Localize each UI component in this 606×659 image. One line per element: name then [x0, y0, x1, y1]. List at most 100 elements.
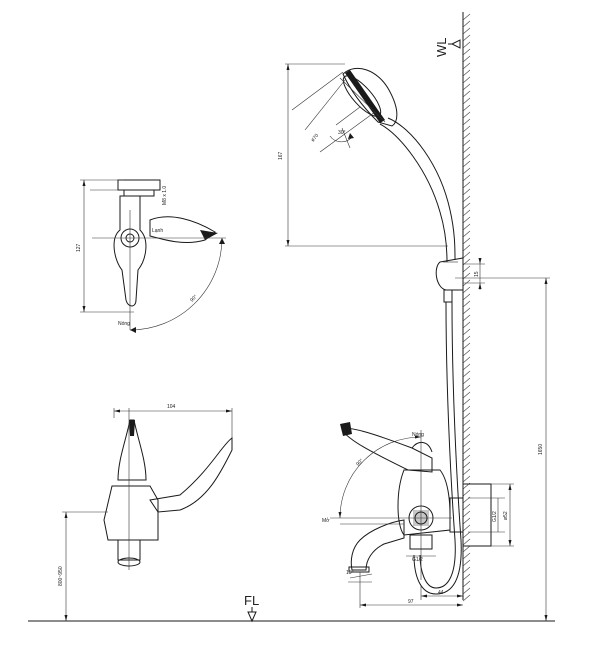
wall-hatch-line: [462, 97, 471, 105]
bath-mixer: ø52 G1/2 G1/2 Mở Nóng 90° 1: [322, 422, 514, 608]
shower-hose: [413, 301, 462, 595]
wall-hatch-line: [462, 118, 471, 126]
projection-wall-dim: 44: [438, 590, 444, 596]
wall-hatch-line: [462, 468, 471, 476]
wall-hatch-line: [462, 447, 471, 455]
wall-hatch-line: [462, 510, 471, 518]
wall-hatch-line: [462, 83, 471, 91]
wall-thread-dim: G1/2: [492, 511, 498, 522]
wall-hatch-line: [462, 573, 471, 581]
wall-hatch-line: [462, 181, 471, 189]
side-height-dim: 127: [76, 243, 82, 252]
wall-hatch-line: [462, 377, 471, 385]
shower-angle-dim: 30°: [338, 130, 346, 136]
mixer-hot-label: Nóng: [412, 432, 424, 438]
wall-hatch-line: [462, 293, 471, 301]
wall-hatch-line: [462, 48, 471, 56]
wall-hatch-line: [462, 237, 471, 245]
wall-hatch-line: [462, 244, 471, 252]
hand-shower: 167 ø70 30°: [278, 63, 458, 263]
wall-level-marker: WL: [434, 38, 461, 58]
side-cold-label: Lạnh: [152, 228, 163, 234]
side-view: 127 M8 x 1.0 Lạnh Nóng 90°: [76, 179, 226, 333]
total-height-dim: 1650: [455, 277, 550, 621]
wall-hatch-line: [462, 125, 471, 133]
wall-hatch-line: [462, 405, 471, 413]
wall-hatch-line: [462, 503, 471, 511]
wall-hatch-line: [462, 13, 471, 21]
wall-hatch-line: [462, 188, 471, 196]
wall-hatch-line: [462, 55, 471, 63]
wall: [462, 12, 471, 602]
side-thread-dim: M8 x 1.0: [162, 186, 168, 205]
wall-hatch-line: [462, 146, 471, 154]
wall-hatch-line: [462, 139, 471, 147]
wall-hatch-line: [462, 132, 471, 140]
wall-hatch-line: [462, 580, 471, 588]
mixer-cold-label: Mở: [322, 517, 330, 524]
wall-level-label: WL: [434, 38, 449, 58]
wall-hatch-line: [462, 286, 471, 294]
wall-hatch-line: [462, 398, 471, 406]
side-hot-label: Nóng: [118, 321, 130, 327]
holder-height-dim: 15: [474, 271, 480, 277]
wall-hatch-line: [462, 160, 471, 168]
mixer-angle-dim: 90°: [355, 458, 365, 468]
wall-hatch-line: [462, 195, 471, 203]
wall-hatch-line: [462, 440, 471, 448]
wall-hatch-line: [462, 62, 471, 70]
projection-total-dim: 97: [408, 599, 414, 605]
wall-hatch-line: [462, 587, 471, 595]
front-view: 104 800~950: [58, 404, 233, 621]
wall-hatch-line: [462, 174, 471, 182]
front-width-dim: 104: [167, 404, 176, 410]
wall-hatch-line: [462, 412, 471, 420]
wall-hatch-line: [462, 27, 471, 35]
wall-hatch-line: [462, 104, 471, 112]
wall-hatch-line: [462, 251, 471, 259]
wall-hatch-line: [462, 216, 471, 224]
wall-hatch-line: [462, 328, 471, 336]
outlet-thread-dim: G1/2: [412, 557, 423, 563]
wall-hatch-line: [462, 524, 471, 532]
wall-hatch-line: [462, 552, 471, 560]
wall-hatch-line: [462, 321, 471, 329]
wall-hatch-line: [462, 517, 471, 525]
wall-hatch-line: [462, 426, 471, 434]
wall-hatch-line: [462, 433, 471, 441]
wall-hatch-line: [462, 335, 471, 343]
wall-hatch-line: [462, 209, 471, 217]
wall-hatch-line: [462, 34, 471, 42]
wall-hatch-line: [462, 342, 471, 350]
wall-hatch-line: [462, 594, 471, 602]
shower-diameter-dim: ø70: [310, 133, 320, 144]
shower-length-dim: 167: [278, 151, 284, 160]
wall-hatch-line: [462, 538, 471, 546]
front-install-height-dim: 800~950: [58, 566, 64, 586]
shower-holder: 15: [435, 257, 485, 303]
wall-hatch-line: [462, 300, 471, 308]
wall-hatch-line: [462, 41, 471, 49]
wall-hatch-line: [462, 307, 471, 315]
wall-hatch-line: [462, 167, 471, 175]
wall-hatch-line: [462, 363, 471, 371]
wall-hatch-line: [462, 454, 471, 462]
wall-hatch-line: [462, 475, 471, 483]
wall-hatch-line: [462, 90, 471, 98]
spout-angle-dim: 15°: [346, 570, 354, 576]
wall-hatch-line: [462, 265, 471, 273]
wall-hatch-line: [462, 545, 471, 553]
wall-hatch-line: [462, 370, 471, 378]
floor-level-label: FL: [244, 593, 259, 608]
wall-hatch-line: [462, 314, 471, 322]
wall-hatch-line: [462, 20, 471, 28]
wall-hatch-line: [462, 349, 471, 357]
wall-hatch-line: [462, 111, 471, 119]
wall-hatch-line: [462, 356, 471, 364]
flange-diameter-dim: ø52: [503, 511, 509, 520]
wall-hatch-line: [462, 230, 471, 238]
wall-hatch-line: [462, 419, 471, 427]
wall-hatch-line: [462, 69, 471, 77]
total-height-label: 1650: [538, 444, 544, 455]
wall-hatch-line: [462, 489, 471, 497]
